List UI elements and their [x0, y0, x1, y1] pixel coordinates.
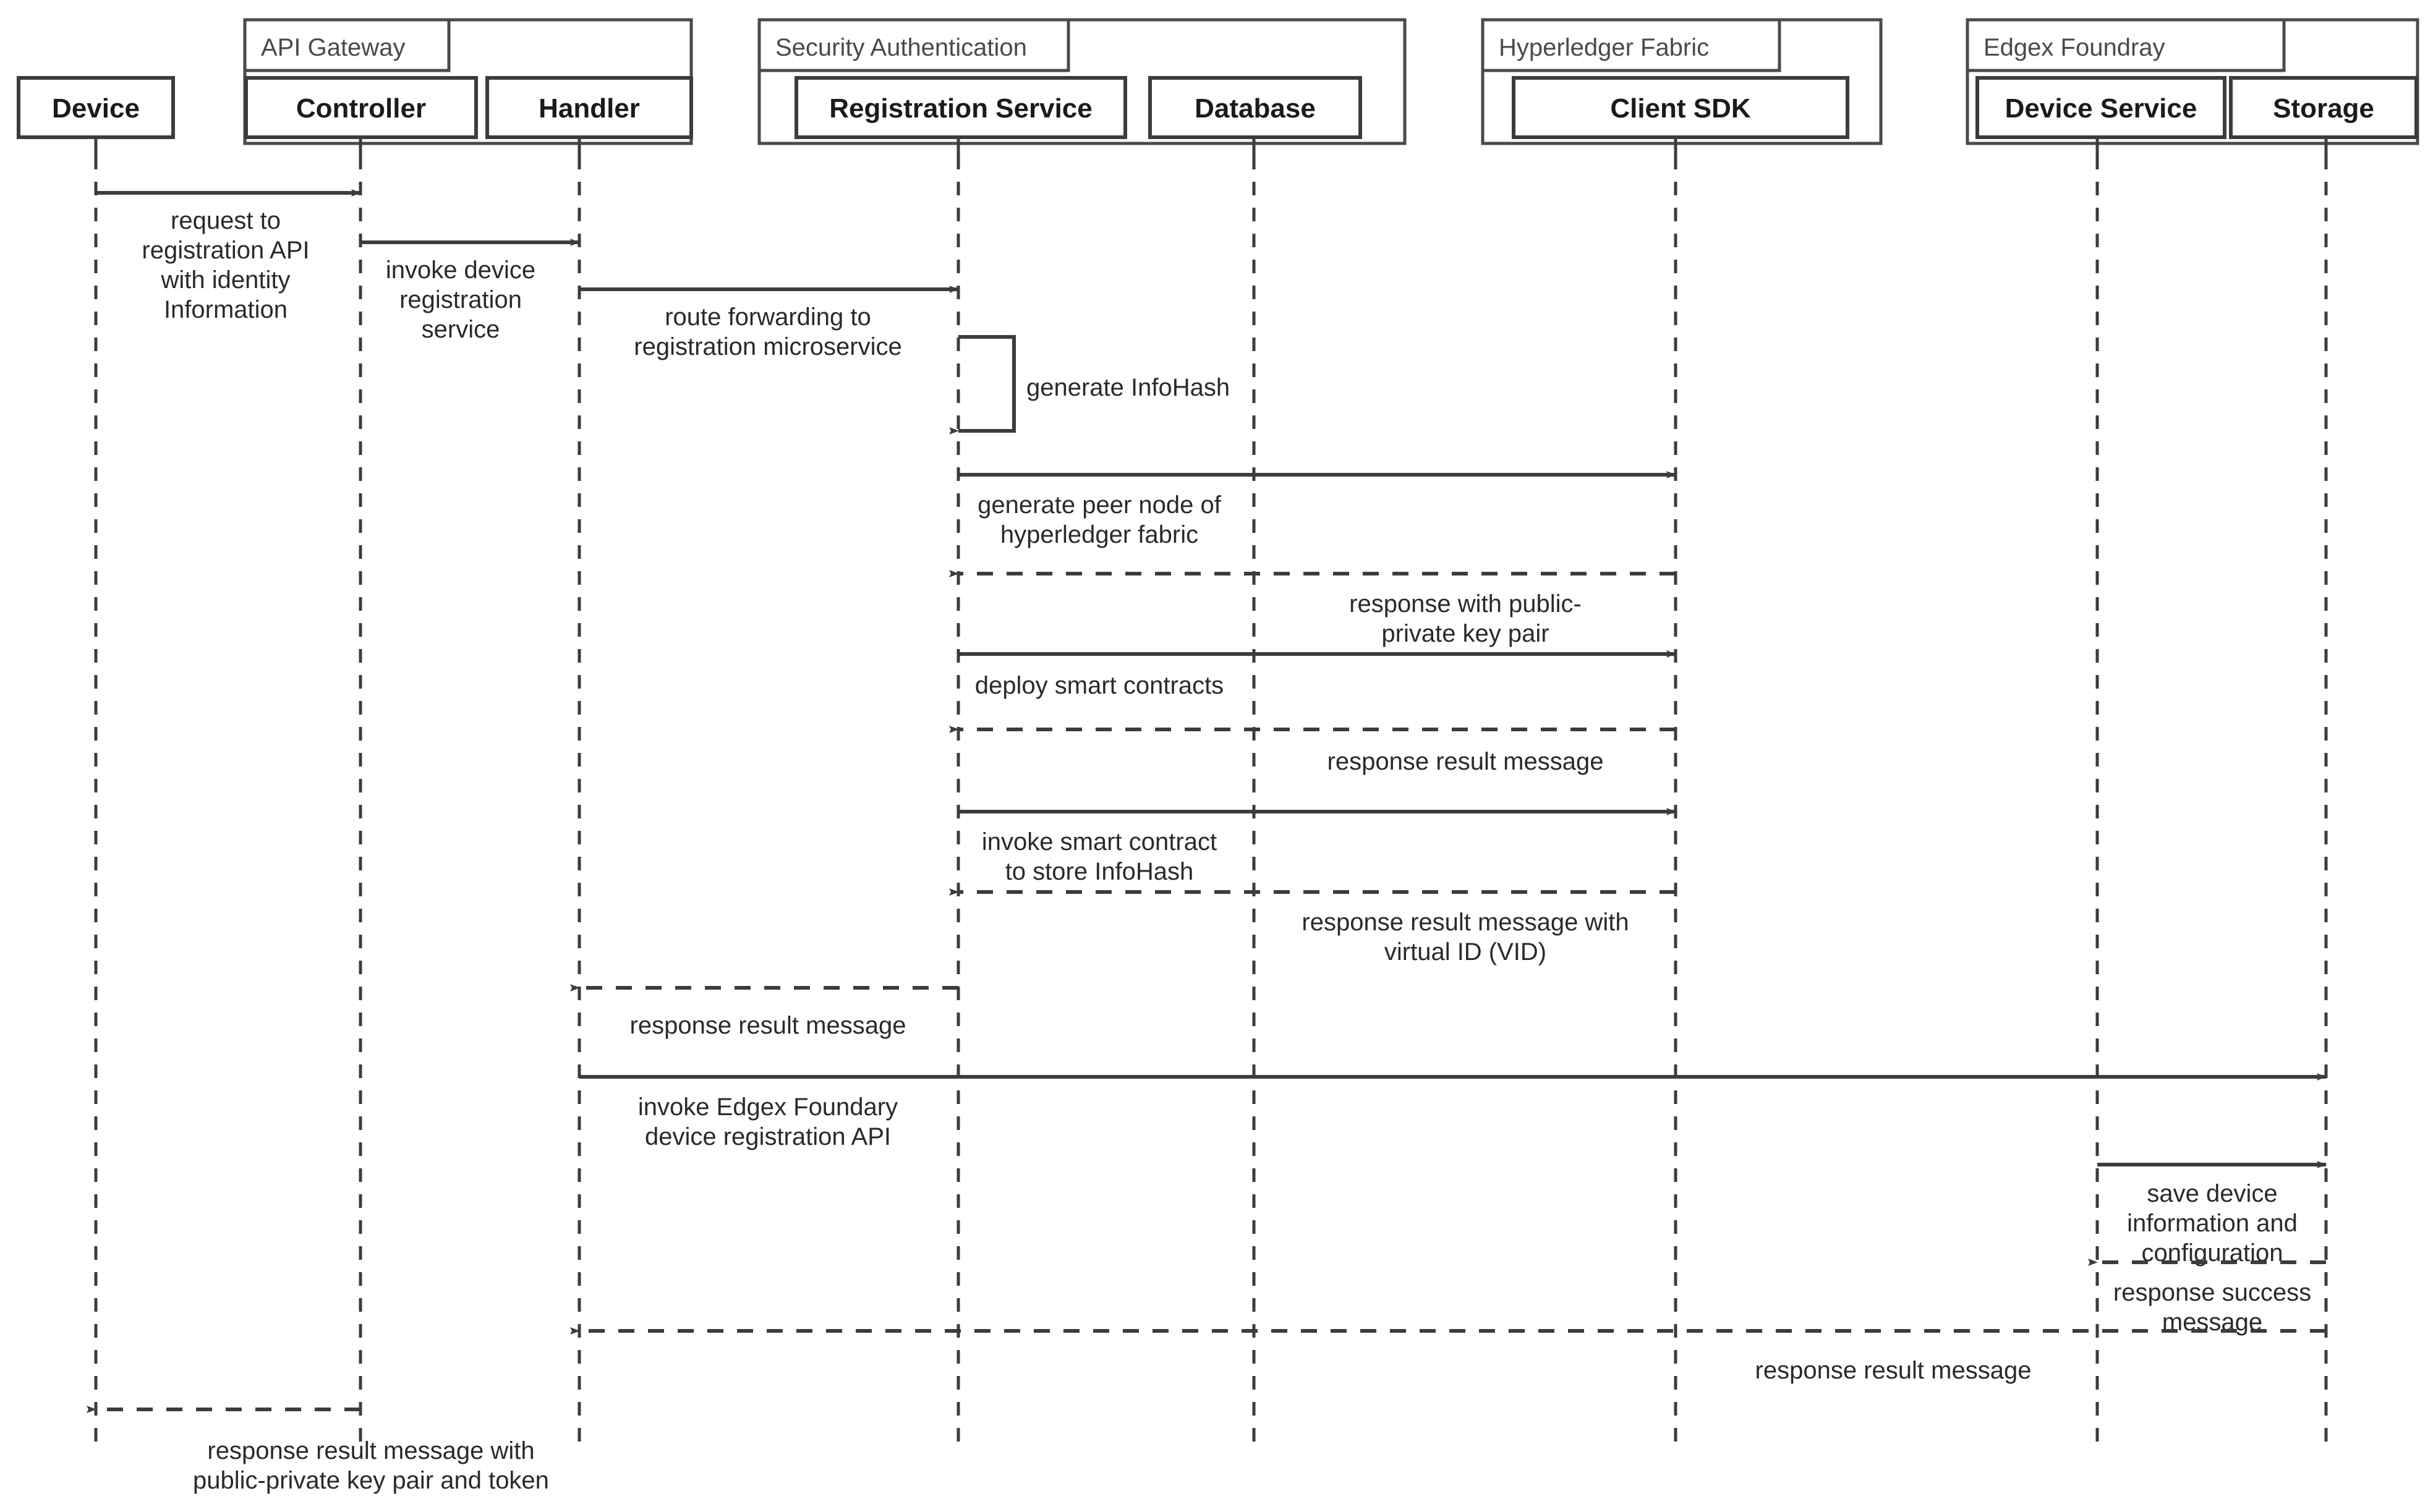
actor-label-device: Device — [52, 93, 140, 124]
group-label-api-gateway: API Gateway — [261, 34, 405, 61]
actor-label-handler: Handler — [539, 93, 640, 124]
actor-storage[interactable]: Storage — [2229, 76, 2418, 139]
message-m16: response result message with public-priva… — [87, 1406, 549, 1494]
message-label-m10: response result message with — [1302, 909, 1629, 936]
actor-box-database[interactable] — [1148, 76, 1362, 139]
lifelines — [94, 137, 2328, 1446]
message-m6: response with public-private key pair — [949, 570, 1676, 647]
group-label-security-auth: Security Authentication — [775, 34, 1027, 61]
message-label-m7: deploy smart contracts — [975, 672, 1224, 699]
actor-box-deviceservice[interactable] — [1975, 76, 2226, 139]
message-label-m6: private key pair — [1381, 620, 1549, 647]
message-m15: response result message — [570, 1327, 2326, 1384]
message-label-m14: message — [2162, 1309, 2262, 1336]
message-label-m2: invoke device — [386, 257, 535, 284]
message-m7: deploy smart contracts — [958, 650, 1676, 699]
actor-label-clientsdk: Client SDK — [1610, 93, 1751, 124]
actor-box-registration[interactable] — [795, 76, 1127, 139]
actor-label-deviceservice: Device Service — [2005, 93, 2197, 124]
group-tab-hyperledger — [1481, 18, 1781, 72]
message-label-m5: generate peer node of — [978, 491, 1222, 519]
actor-box-clientsdk[interactable] — [1512, 76, 1849, 139]
actor-database[interactable]: Database — [1148, 76, 1362, 139]
message-label-m4: generate InfoHash — [1026, 374, 1230, 401]
message-label-m13: information and — [2127, 1210, 2298, 1237]
message-line-m4 — [949, 335, 1016, 435]
message-label-m5: hyperledger fabric — [1000, 521, 1198, 548]
message-label-m1: registration API — [142, 237, 309, 264]
actor-registration[interactable]: Registration Service — [795, 76, 1127, 139]
message-m11: response result message — [570, 984, 958, 1039]
actor-box-controller[interactable] — [244, 76, 478, 139]
message-label-m11: response result message — [630, 1012, 906, 1039]
message-label-m3: route forwarding to — [665, 304, 871, 331]
message-label-m6: response with public- — [1349, 590, 1582, 618]
actor-box-storage[interactable] — [2229, 76, 2418, 139]
message-label-m14: response success — [2113, 1279, 2311, 1306]
actor-clientsdk[interactable]: Client SDK — [1512, 76, 1849, 139]
message-label-m9: to store InfoHash — [1005, 858, 1194, 885]
message-label-m12: invoke Edgex Foundary — [638, 1094, 898, 1121]
actor-label-storage: Storage — [2273, 93, 2374, 124]
actor-deviceservice[interactable]: Device Service — [1975, 76, 2226, 139]
message-label-m8: response result message — [1327, 748, 1604, 775]
message-label-m2: registration — [399, 286, 522, 313]
actor-controller[interactable]: Controller — [244, 76, 478, 139]
group-tab-security-auth — [757, 18, 1070, 72]
message-label-m2: service — [422, 316, 500, 343]
message-label-m16: response result message with — [207, 1437, 534, 1464]
actor-label-controller: Controller — [296, 93, 426, 124]
actor-headers: Device Controller Handler Registration Serv… — [17, 76, 2418, 139]
actor-device[interactable]: Device — [17, 76, 175, 139]
group-label-hyperledger: Hyperledger Fabric — [1499, 34, 1709, 61]
group-label-edgex: Edgex Foundray — [1983, 34, 2165, 61]
actor-label-database: Database — [1195, 93, 1316, 124]
message-label-m1: Information — [164, 296, 288, 323]
message-label-m15: response result message — [1755, 1357, 2032, 1384]
actor-label-registration: Registration Service — [829, 93, 1093, 124]
message-label-m10: virtual ID (VID) — [1384, 938, 1546, 966]
message-label-m16: public-private key pair and token — [193, 1467, 549, 1494]
actor-handler[interactable]: Handler — [485, 76, 693, 139]
message-label-m1: request to — [171, 207, 281, 234]
group-tab-api-gateway — [243, 18, 451, 72]
message-m8: response result message — [949, 726, 1676, 775]
message-m4: generate InfoHash — [949, 335, 1230, 435]
group-tab-edgex — [1966, 18, 2286, 72]
message-label-m9: invoke smart contract — [982, 828, 1217, 856]
actor-box-device[interactable] — [17, 76, 175, 139]
message-label-m1: with identity — [161, 266, 291, 294]
actor-box-handler[interactable] — [485, 76, 693, 139]
message-m14: response success message — [2088, 1259, 2326, 1336]
message-label-m12: device registration API — [645, 1123, 891, 1150]
message-label-m13: save device — [2147, 1180, 2277, 1207]
message-label-m3: registration microservice — [634, 333, 901, 360]
